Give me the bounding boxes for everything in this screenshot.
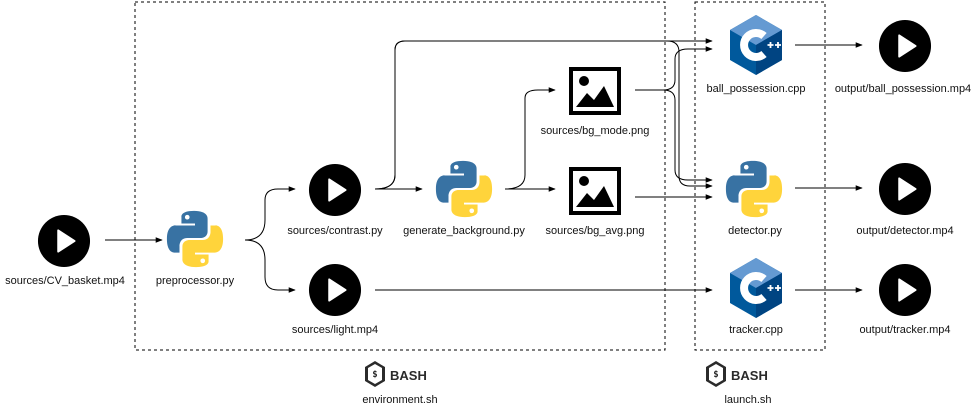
edge-preprocessor-to-contrast bbox=[244, 186, 296, 241]
bash-logo-icon bbox=[706, 361, 726, 387]
play-circle-icon bbox=[37, 214, 91, 268]
node-light[interactable]: sources/light.mp4 bbox=[292, 263, 378, 336]
launch-script[interactable]: BASH launch.sh bbox=[706, 361, 772, 406]
environment-script[interactable]: BASH environment.sh bbox=[362, 361, 438, 406]
node-out-tracker[interactable]: output/tracker.mp4 bbox=[859, 263, 951, 336]
cpp-logo-icon bbox=[730, 15, 782, 75]
node-out-detector[interactable]: output/detector.mp4 bbox=[856, 162, 954, 237]
node-label: output/detector.mp4 bbox=[856, 225, 953, 237]
bash-logo-icon bbox=[365, 361, 385, 387]
edge-preprocessor-to-light bbox=[244, 239, 296, 293]
node-label: sources/contrast.py bbox=[287, 225, 383, 237]
play-circle-icon bbox=[308, 163, 362, 217]
play-circle-icon bbox=[308, 263, 362, 317]
node-tracker[interactable]: tracker.cpp bbox=[729, 258, 783, 336]
play-circle-icon bbox=[878, 263, 932, 317]
edge-bgmode-to-detector bbox=[635, 89, 713, 183]
node-label: sources/bg_mode.png bbox=[541, 125, 650, 137]
edge-contrast-to-detector bbox=[374, 40, 713, 190]
node-label: ball_possession.cpp bbox=[706, 83, 805, 95]
node-label: sources/bg_avg.png bbox=[545, 225, 644, 237]
node-contrast[interactable]: sources/contrast.py bbox=[287, 163, 383, 237]
bash-logo-text: BASH bbox=[390, 368, 427, 383]
launch-group-box bbox=[694, 1, 826, 351]
node-ball-possession[interactable]: ball_possession.cpp bbox=[706, 15, 806, 95]
environment-group-box bbox=[134, 1, 666, 351]
node-label: sources/CV_basket.mp4 bbox=[5, 275, 125, 287]
play-circle-icon bbox=[878, 162, 932, 216]
node-out-ball[interactable]: output/ball_possession.mp4 bbox=[835, 19, 971, 95]
node-bg-mode[interactable]: sources/bg_mode.png bbox=[541, 67, 650, 137]
node-preprocessor[interactable]: preprocessor.py bbox=[156, 210, 235, 287]
node-label: sources/light.mp4 bbox=[292, 324, 378, 336]
edge-generate-to-bgmode bbox=[504, 87, 556, 190]
node-label: preprocessor.py bbox=[156, 275, 235, 287]
bash-logo-text: BASH bbox=[731, 368, 768, 383]
node-generate-background[interactable]: generate_background.py bbox=[403, 160, 525, 237]
node-label: detector.py bbox=[728, 225, 782, 237]
node-label: tracker.cpp bbox=[729, 324, 783, 336]
image-icon bbox=[569, 67, 621, 115]
image-icon bbox=[569, 167, 621, 215]
node-bg-avg[interactable]: sources/bg_avg.png bbox=[545, 167, 645, 237]
edge-contrast-to-ball bbox=[374, 38, 713, 190]
edge-bgmode-to-ball bbox=[635, 46, 713, 91]
python-logo-icon bbox=[725, 160, 783, 218]
edges bbox=[105, 38, 863, 293]
node-cv-basket[interactable]: sources/CV_basket.mp4 bbox=[5, 214, 125, 287]
node-detector[interactable]: detector.py bbox=[725, 160, 783, 237]
python-logo-icon bbox=[166, 210, 224, 268]
node-label: generate_background.py bbox=[403, 225, 525, 237]
play-circle-icon bbox=[878, 19, 932, 73]
cpp-logo-icon bbox=[730, 258, 782, 318]
group-label: environment.sh bbox=[362, 394, 437, 406]
node-label: output/ball_possession.mp4 bbox=[835, 83, 971, 95]
node-label: output/tracker.mp4 bbox=[859, 324, 950, 336]
group-label: launch.sh bbox=[724, 394, 771, 406]
python-logo-icon bbox=[435, 160, 493, 218]
